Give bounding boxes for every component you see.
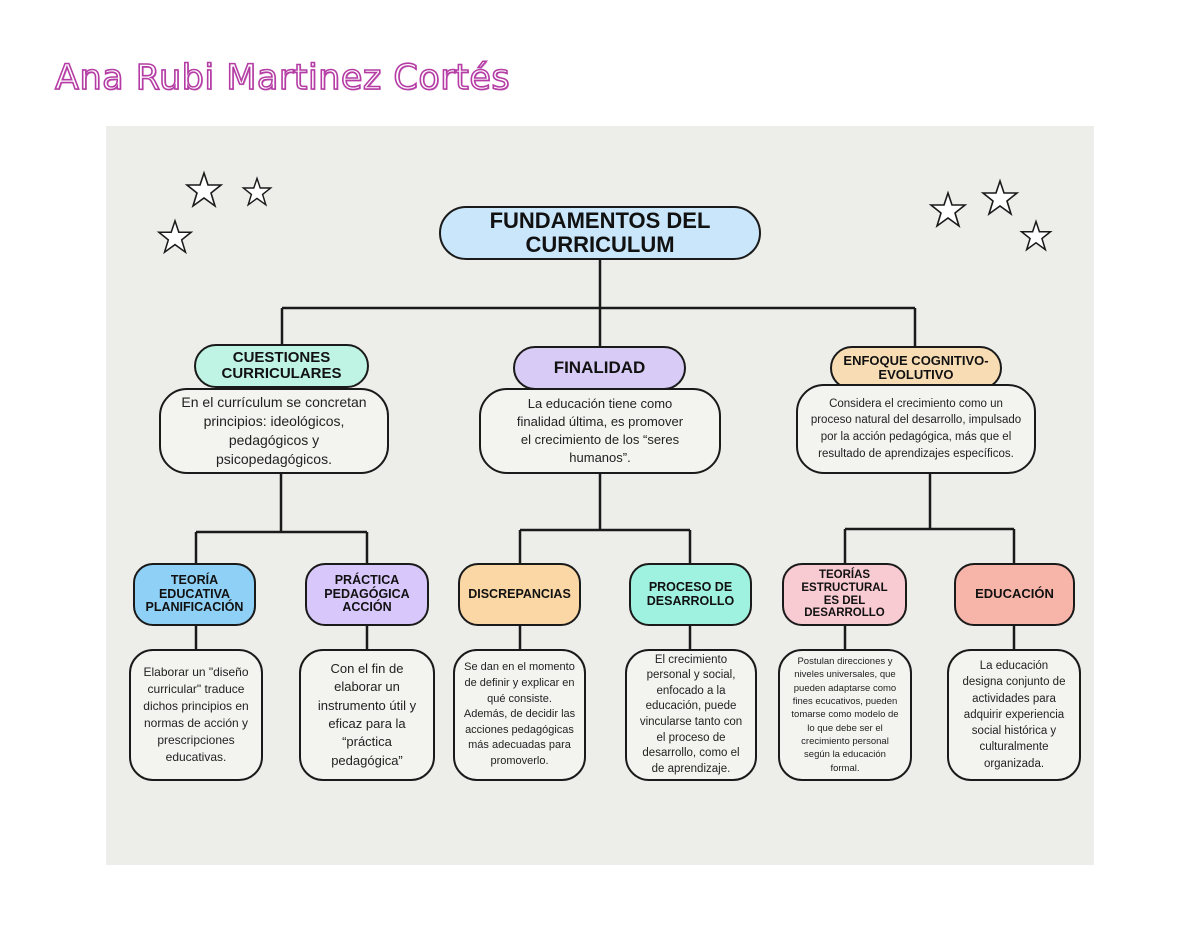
star-icon (156, 218, 194, 255)
description-proceso-de-desarrollo: El crecimiento personal y social, enfoca… (625, 649, 757, 781)
connector-lines (194, 260, 1016, 649)
branch-finalidad-description: La educación tiene como finalidad última… (479, 388, 721, 474)
root-node: FUNDAMENTOS DEL CURRICULUM (439, 206, 761, 260)
branch-cuestiones-description: En el currículum se concretan principios… (159, 388, 389, 474)
description-educacion: La educación designa conjunto de activid… (947, 649, 1081, 781)
branch-enfoque-cognitivo-evolutivo: ENFOQUE COGNITIVO- EVOLUTIVO (830, 346, 1002, 390)
branch-finalidad: FINALIDAD (513, 346, 686, 390)
star-icon (184, 170, 224, 209)
node-discrepancias: DISCREPANCIAS (458, 563, 581, 626)
star-icon (1019, 219, 1053, 252)
node-practica-pedagogica: PRÁCTICA PEDAGÓGICA ACCIÓN (305, 563, 429, 626)
description-teorias-estructurales: Postulan direcciones y niveles universal… (778, 649, 912, 781)
branch-cuestiones-curriculares: CUESTIONES CURRICULARES (194, 344, 369, 388)
description-practica-pedagogica: Con el fin de elaborar un instrumento út… (299, 649, 435, 781)
concept-map: FUNDAMENTOS DEL CURRICULUM CUESTIONES CU… (106, 126, 1094, 865)
star-icon (928, 190, 968, 229)
node-teorias-estructurales: TEORÍAS ESTRUCTURAL ES DEL DESARROLLO (782, 563, 907, 626)
branch-enfoque-description: Considera el crecimiento como un proceso… (796, 384, 1036, 474)
description-discrepancias: Se dan en el momento de definir y explic… (453, 649, 586, 781)
description-teoria-educativa: Elaborar un "diseño curricular" traduce … (129, 649, 263, 781)
node-proceso-de-desarrollo: PROCESO DE DESARROLLO (629, 563, 752, 626)
node-teoria-educativa: TEORÍA EDUCATIVA PLANIFICACIÓN (133, 563, 256, 626)
star-icon (241, 176, 273, 207)
author-name: Ana Rubi Martinez Cortés (54, 57, 511, 99)
star-icon (980, 178, 1020, 217)
node-educacion: EDUCACIÓN (954, 563, 1075, 626)
